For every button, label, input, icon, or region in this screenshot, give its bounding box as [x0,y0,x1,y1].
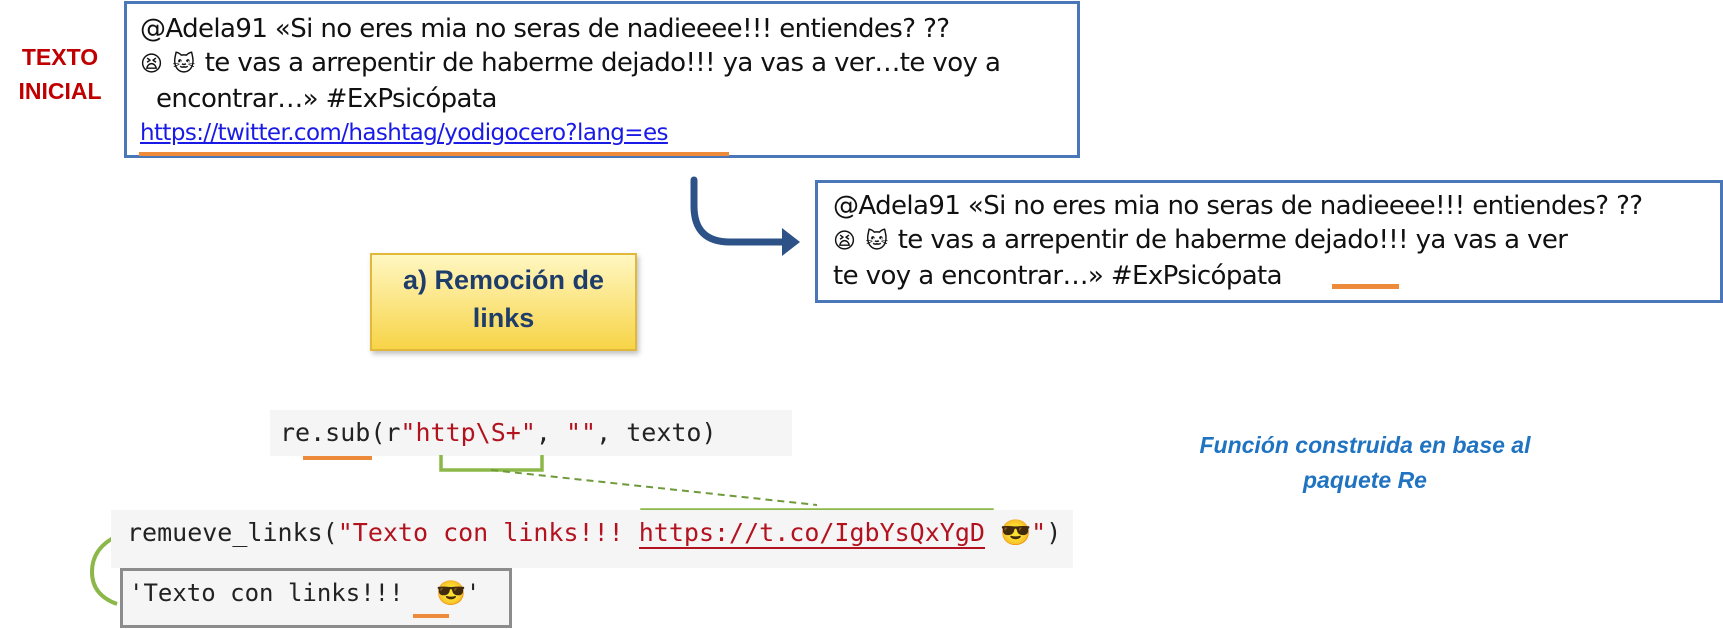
initial-tweet-line1: @Adela91 «Si no eres mia no seras de nad… [140,14,950,44]
transform-arrow-icon [690,176,800,256]
regex-replacement: "" [566,418,597,447]
result-tweet-box: @Adela91 «Si no eres mia no seras de nad… [815,180,1723,303]
step-title-box: a) Remoción de links [370,253,637,351]
regex-open: (r [370,418,401,447]
re-sub-underline [303,456,372,460]
call-func: remueve_links( [127,518,338,547]
sunglasses-emoji-icon: 😎 [1000,518,1032,547]
note-line1: Función construida en base al [1199,432,1531,458]
regex-sep1: , [535,418,566,447]
regex-code-line: re.sub(r"http\S+", "", texto) [270,410,792,456]
call-code-line: remueve_links("Texto con links!!! https:… [111,510,1073,568]
step-title-line2: links [472,303,535,333]
call-string-end: " [1031,518,1047,547]
initial-tweet-link[interactable]: https://twitter.com/hashtag/yodigocero?l… [140,120,669,146]
tired-face-emoji-icon: 😫 [140,52,163,77]
dashed-connector [490,469,818,506]
initial-tweet-line3: encontrar…» #ExPsicópata [156,84,497,114]
regex-func: re.sub [280,418,371,447]
output-box: 'Texto con links!!! 😎' [120,568,512,628]
note-line2: paquete Re [1303,467,1427,493]
cat-face-emoji-icon: 🐱 [172,52,195,77]
call-close: ) [1046,518,1062,547]
result-tweet-line2-text: te vas a arrepentir de haberme dejado!!!… [897,225,1568,255]
regex-sep2: , texto) [596,418,717,447]
initial-tweet-box: @Adela91 «Si no eres mia no seras de nad… [124,1,1080,158]
result-tweet-line3: te voy a encontrar…» #ExPsicópata [833,261,1283,291]
call-url: https://t.co/IgbYsQxYgD [638,518,985,549]
tired-face-emoji-icon: 😫 [833,229,856,254]
note-text: Función construida en base al paquete Re [1150,428,1580,498]
result-tweet-line1: @Adela91 «Si no eres mia no seras de nad… [833,191,1643,221]
removed-link-marker [1332,284,1399,289]
link-highlight-underline [139,152,729,156]
initial-tweet-line2: 😫 🐱 te vas a arrepentir de haberme dejado!… [140,46,1077,82]
pattern-bracket [439,455,544,472]
cat-face-emoji-icon: 🐱 [865,229,888,254]
initial-text-label: TEXTO INICIAL [10,40,110,108]
call-string-start: "Texto con links!!! [337,518,639,547]
output-end: ' [465,579,481,607]
sunglasses-emoji-icon: 😎 [435,579,466,607]
result-tweet-line2: 😫 🐱 te vas a arrepentir de haberme dejado!… [833,223,1720,259]
initial-label-line2: INICIAL [18,78,102,104]
output-removed-marker [413,614,449,618]
step-title-line1: a) Remoción de [402,265,605,295]
initial-tweet-line2-text: te vas a arrepentir de haberme dejado!!!… [204,48,1001,78]
output-text: 'Texto con links!!! [129,579,418,607]
regex-pattern: "http\S+" [400,418,536,447]
initial-label-line1: TEXTO [21,44,99,70]
